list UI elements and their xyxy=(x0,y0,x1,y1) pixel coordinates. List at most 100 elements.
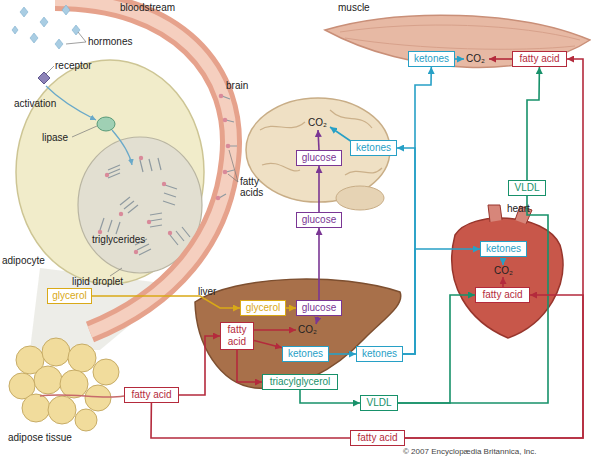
leader-line xyxy=(46,66,54,74)
hormone xyxy=(55,39,63,49)
fat-cell xyxy=(60,370,88,398)
hormone-group xyxy=(12,5,80,49)
term-box: ketones xyxy=(408,51,455,67)
flow-arrow xyxy=(151,403,350,438)
fatty-acid-head xyxy=(216,196,221,201)
hormone xyxy=(20,7,28,17)
term-text: ketones xyxy=(359,348,400,360)
caption-label: adipose tissue xyxy=(8,432,72,443)
caption-label: adipocyte xyxy=(2,255,45,266)
flow-arrow xyxy=(405,295,583,438)
fat-cell xyxy=(75,409,97,431)
co2-arrow xyxy=(316,317,318,324)
term-text: glucose xyxy=(299,152,339,164)
leader-line xyxy=(66,32,86,44)
leader-line xyxy=(228,150,238,182)
glycerol-head xyxy=(139,156,143,160)
caption-label: lipase xyxy=(42,132,68,143)
caption-label: liver xyxy=(198,286,216,297)
co2-arrow xyxy=(502,277,504,287)
co2-arrow xyxy=(254,329,296,331)
fatty-acid-molecules xyxy=(216,94,237,201)
flow-arrow xyxy=(403,67,431,354)
fat-cell xyxy=(93,359,119,385)
term-text: triacylglycerol xyxy=(265,376,335,388)
term-box: ketones xyxy=(350,140,397,156)
co2-arrow xyxy=(489,58,512,60)
caption-label: fatty acids xyxy=(240,176,276,198)
caption-label: CO₂ xyxy=(308,117,327,128)
term-text: glycerol xyxy=(243,302,283,314)
term-text: fatty acid xyxy=(127,389,176,401)
flow-arrow xyxy=(318,166,320,212)
flow-arrow xyxy=(329,353,356,355)
term-text: fatty acid xyxy=(478,289,527,301)
caption-label: triglycerides xyxy=(92,234,145,245)
glycerol-head xyxy=(98,230,102,234)
term-box: glucose xyxy=(296,212,342,228)
liver-illustration xyxy=(195,279,401,388)
fatty-acid-head xyxy=(223,118,228,123)
co2-arrow xyxy=(318,130,319,150)
flow-arrow xyxy=(403,249,480,354)
triglyceride xyxy=(170,227,190,245)
flow-arrow xyxy=(254,341,282,348)
term-text: glucose xyxy=(299,302,339,314)
term-box: VLDL xyxy=(360,395,398,411)
term-text: fatty acid xyxy=(353,432,402,444)
heart-illustration xyxy=(452,218,563,338)
term-box: glycerol xyxy=(47,288,92,304)
term-box: glucose xyxy=(296,300,342,316)
triglyceride xyxy=(120,197,138,213)
glycerol-head xyxy=(147,220,151,224)
caption-label: brain xyxy=(226,80,248,91)
flow-arrow xyxy=(286,307,296,309)
glycerol-head xyxy=(105,173,109,177)
adipose-tissue xyxy=(9,338,119,431)
leader-line xyxy=(72,126,97,137)
flow-arrow xyxy=(179,336,220,395)
hormone xyxy=(30,33,38,43)
hormone xyxy=(62,5,70,15)
fat-cell xyxy=(85,385,111,411)
term-text: ketones xyxy=(285,348,326,360)
flow-arrow xyxy=(405,59,583,438)
triglyceride xyxy=(100,218,120,234)
term-box: fatty acid xyxy=(350,430,405,446)
term-text: ketones xyxy=(411,53,452,65)
term-box: ketones xyxy=(480,241,527,257)
caption-label: activation xyxy=(14,98,56,109)
flow-arrow xyxy=(92,296,240,308)
fatty-acid-head xyxy=(219,94,224,99)
leader-line xyxy=(110,268,122,276)
fatty-acid-tail xyxy=(219,96,237,198)
glycerol-head xyxy=(119,212,123,216)
fat-cell xyxy=(22,394,50,422)
term-box: fatty acid xyxy=(475,287,530,303)
fat-cell xyxy=(68,344,96,372)
term-box: glycerol xyxy=(240,300,286,316)
blood-vessel-lumen xyxy=(55,0,231,332)
adipocyte-cell xyxy=(16,60,204,284)
blood-vessel xyxy=(55,0,231,332)
term-box: fatty acid xyxy=(124,387,179,403)
term-box: fatty acid xyxy=(220,322,254,350)
flow-arrow xyxy=(318,228,320,300)
co2-arrow xyxy=(455,58,464,60)
caption-label: hormones xyxy=(88,36,132,47)
cerebellum xyxy=(336,186,384,210)
lipase-symbol xyxy=(97,117,115,131)
fat-cell xyxy=(34,366,62,394)
glycerol-head xyxy=(162,182,166,186)
co2-arrow xyxy=(330,127,352,142)
caption-label: CO₂ xyxy=(494,265,513,276)
term-box: ketones xyxy=(282,346,329,362)
caption-label: heart xyxy=(507,203,530,214)
caption-label: receptor xyxy=(55,60,92,71)
caption-label: lipid droplet xyxy=(72,276,123,287)
triglyceride xyxy=(163,185,177,205)
caption-label: bloodstream xyxy=(120,2,175,13)
term-text: VLDL xyxy=(363,397,395,409)
